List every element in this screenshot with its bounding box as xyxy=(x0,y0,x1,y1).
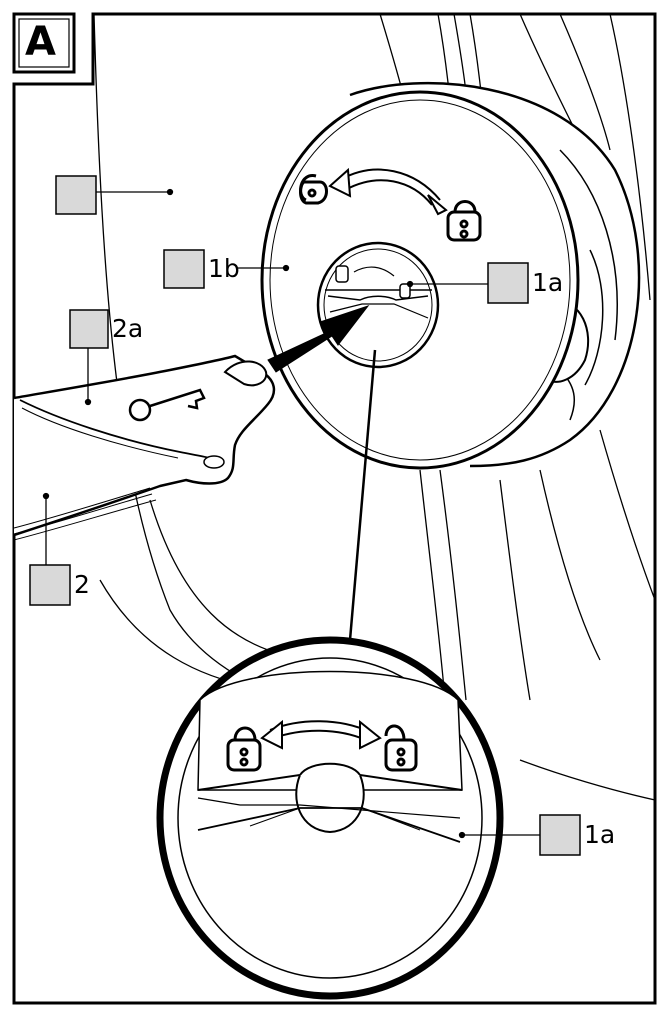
knob-unlock-icon xyxy=(299,174,328,205)
callout-label-1a-top: 1a xyxy=(532,268,564,297)
knob-lock-icon xyxy=(446,200,482,242)
callout-label-1b: 1b xyxy=(208,254,240,283)
knob-double-arrow-icon xyxy=(328,167,448,216)
key-icon xyxy=(128,388,206,422)
lock-knob xyxy=(260,81,641,470)
panel-letter: A xyxy=(25,19,56,65)
callout-box-2 xyxy=(29,564,71,606)
detail-lock-icon xyxy=(226,726,262,772)
callout-boxes xyxy=(29,175,581,856)
callout-label-1a-detail: 1a xyxy=(584,820,616,849)
detail-double-arrow-icon xyxy=(260,719,382,750)
callout-box-2a xyxy=(69,309,109,349)
leader-lines xyxy=(42,188,540,839)
key-tool xyxy=(13,354,276,541)
callout-box-1a-detail xyxy=(539,814,581,856)
callout-box-1a-top xyxy=(487,262,529,304)
callout-label-2a: 2a xyxy=(112,314,144,343)
insert-arrow-icon xyxy=(267,305,370,373)
callout-label-2: 2 xyxy=(74,570,90,599)
detail-unlock-icon xyxy=(384,724,418,772)
detail-magnifier xyxy=(156,636,504,1000)
keyhole-window xyxy=(316,241,440,369)
callout-box-1b xyxy=(163,249,205,289)
panel-frame xyxy=(12,12,657,1005)
detail-connector xyxy=(348,349,377,641)
callout-box-unlabeled xyxy=(55,175,97,215)
